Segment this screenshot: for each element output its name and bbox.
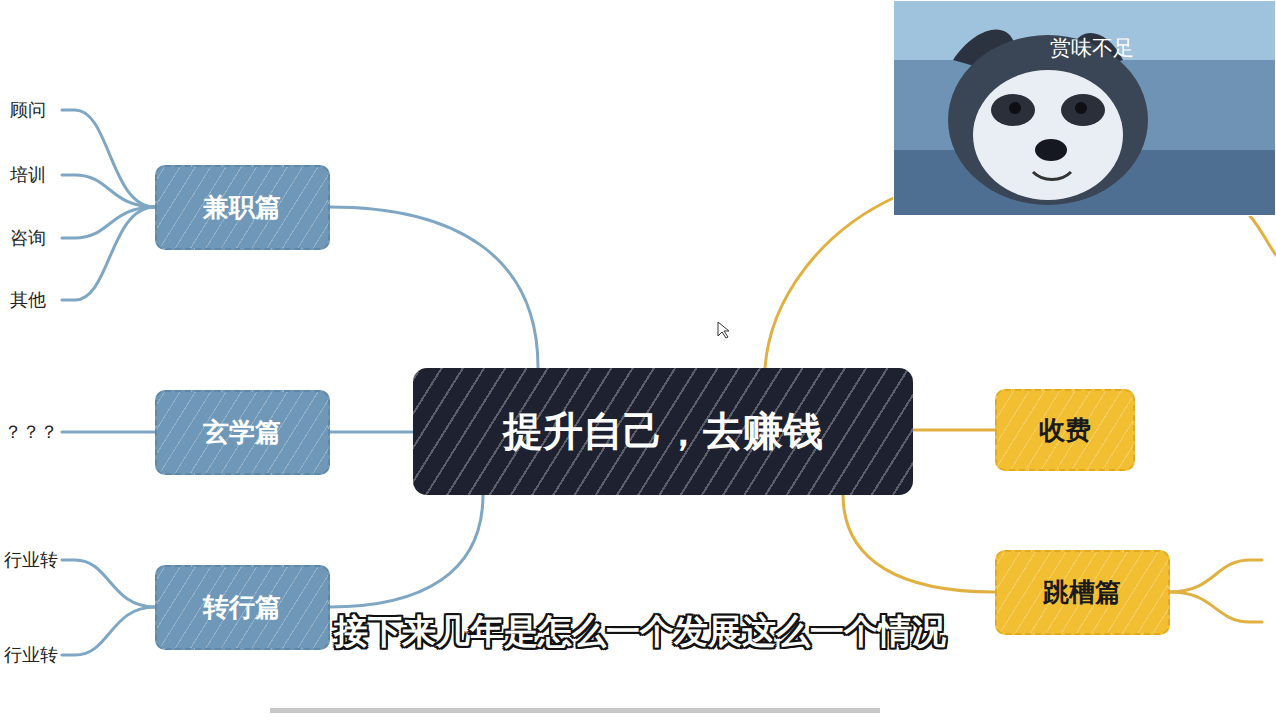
topic-text: 跳槽篇 — [1043, 575, 1121, 610]
topic-text: 提升自己，去赚钱 — [503, 404, 823, 459]
leaf-text: 其他 — [10, 288, 46, 312]
branch-topic: 收费 — [995, 389, 1135, 471]
leaf-text: 行业转 — [4, 643, 58, 667]
branch-topic: 兼职篇 — [155, 165, 330, 250]
branch-connector — [913, 429, 995, 432]
subtitle-caption: 接下来几年是怎么一个发展这么一个情况 — [334, 609, 946, 655]
branch-topic: 玄学篇 — [155, 390, 330, 475]
leaf-text: 顾问 — [10, 98, 46, 122]
branch-topic: 跳槽篇 — [995, 550, 1170, 635]
video-overlay — [893, 0, 1276, 216]
video-overlay-text: 赏味不足 — [1050, 34, 1134, 62]
topic-text: 兼职篇 — [203, 190, 281, 225]
branch-connector — [330, 431, 414, 434]
branch-connector — [330, 207, 539, 368]
leaf-text: 培训 — [10, 163, 46, 187]
topic-text: 收费 — [1039, 413, 1091, 448]
branch-topic: 转行篇 — [155, 565, 330, 650]
branch-connector — [330, 495, 484, 608]
branch-connector — [843, 495, 995, 593]
central-topic: 提升自己，去赚钱 — [413, 368, 913, 495]
topic-text: 玄学篇 — [203, 415, 281, 450]
leaf-text: ？？？ — [4, 420, 58, 444]
leaf-text: 行业转 — [4, 548, 58, 572]
topic-text: 转行篇 — [203, 590, 281, 625]
leaf-text: 咨询 — [10, 226, 46, 250]
